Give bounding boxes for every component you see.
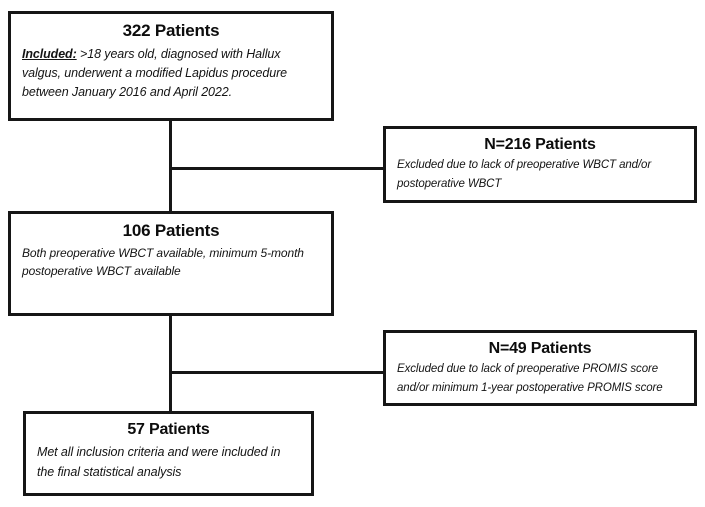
flow-node-enrolled-title: 322 Patients <box>122 21 220 40</box>
flow-node-enrolled-body-lead: Included: <box>22 46 77 61</box>
flow-node-excluded-promis-body: Excluded due to lack of preoperative PRO… <box>397 363 663 394</box>
connector-eligible-to-final <box>169 315 172 413</box>
flow-node-final-title: 57 Patients <box>127 421 210 438</box>
flow-node-enrolled: 322 Patients Included: >18 years old, di… <box>8 11 334 121</box>
flow-node-excluded-promis: N=49 Patients Excluded due to lack of pr… <box>383 330 697 406</box>
flow-node-enrolled-body: Included: >18 years old, diagnosed with … <box>22 45 320 102</box>
flow-node-excluded-wbct-title: N=216 Patients <box>484 136 596 153</box>
flow-node-excluded-wbct: N=216 Patients Excluded due to lack of p… <box>383 126 697 203</box>
flow-node-eligible-title: 106 Patients <box>122 221 220 240</box>
connector-to-excluded-wbct <box>169 167 385 170</box>
flow-node-excluded-wbct-body: Excluded due to lack of preoperative WBC… <box>397 159 652 190</box>
flow-node-eligible-body: Both preoperative WBCT available, minimu… <box>22 245 304 279</box>
connector-to-excluded-promis <box>169 371 385 374</box>
flow-node-excluded-promis-title: N=49 Patients <box>488 340 592 357</box>
flow-node-eligible: 106 Patients Both preoperative WBCT avai… <box>8 211 334 316</box>
connector-enrolled-to-eligible <box>169 120 172 213</box>
flow-node-enrolled-body-text: >18 years old, diagnosed with Hallux val… <box>22 46 288 99</box>
flow-node-final-body: Met all inclusion criteria and were incl… <box>37 445 281 480</box>
flow-node-final: 57 Patients Met all inclusion criteria a… <box>23 411 314 496</box>
